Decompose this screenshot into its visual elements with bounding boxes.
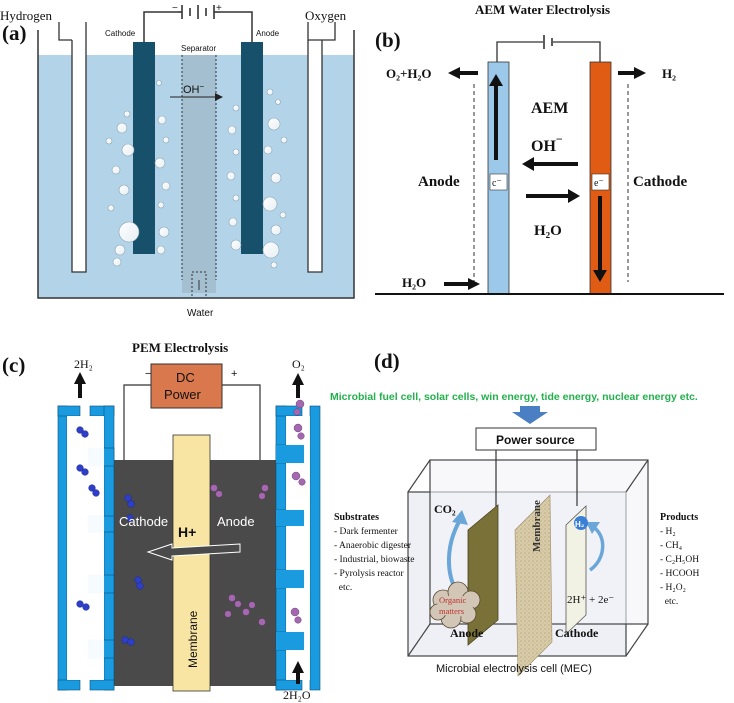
h2o-label-bottom: H₂O	[402, 275, 426, 290]
oh-label: OH−	[183, 82, 205, 96]
dc-line2: Power	[164, 387, 202, 402]
anode-electrode	[241, 42, 263, 254]
membrane-label-c: Membrane	[186, 610, 200, 668]
anode-label-c: Anode	[217, 514, 255, 529]
oh-label-b: OH−	[531, 132, 563, 155]
panel-a: − + (a) Hydrogen Oxygen Cathode Anode Se…	[0, 3, 355, 319]
co2-label: CO₂	[434, 502, 456, 516]
separator-label: Separator	[181, 44, 216, 53]
power-source-box	[475, 427, 597, 451]
battery-plus: +	[216, 3, 222, 14]
dc-minus: −	[145, 368, 151, 380]
membrane-label-d: Membrane	[531, 500, 543, 552]
aem-label: AEM	[531, 100, 568, 117]
panel-b-label: (b)	[375, 28, 401, 52]
h2-arrow-d	[588, 524, 605, 572]
panel-c: (c) PEM Electrolysis DC Power − +	[2, 340, 321, 702]
product-item: - H₂O₂	[660, 583, 686, 593]
anode-label-d: Anode	[450, 626, 484, 640]
electron-label-anode: c⁻	[492, 178, 502, 189]
hplus-label: H+	[178, 524, 196, 540]
aem-arrows	[444, 67, 646, 290]
proton-arrow	[146, 543, 241, 561]
energy-down-arrow	[512, 406, 548, 424]
dc-power-box	[150, 363, 223, 409]
oxygen-collector	[307, 40, 323, 273]
cathode-electrode	[133, 42, 155, 254]
h2-bubble-label: H₂	[575, 520, 585, 529]
substrate-item: etc.	[334, 583, 352, 593]
water-label: Water	[187, 308, 214, 319]
organic-line2: matters	[439, 606, 464, 616]
product-item: - C₂H₅OH	[660, 555, 699, 565]
oxygen-label: Oxygen	[305, 8, 347, 23]
panel-a-label: (a)	[2, 21, 27, 45]
reaction-label: 2H⁺ + 2e⁻	[567, 594, 614, 606]
substrate-item: - Dark fermenter	[334, 526, 399, 537]
panel-d-label: (d)	[374, 349, 400, 373]
substrates-title: Substrates	[334, 512, 379, 523]
cathode-label-c: Cathode	[119, 514, 168, 529]
h2o-label-mid: H₂O	[534, 223, 562, 239]
h2o-in-arrow	[292, 661, 304, 673]
product-item: - HCOOH	[660, 569, 699, 579]
product-item: etc.	[660, 597, 678, 607]
pem-title: PEM Electrolysis	[132, 340, 228, 355]
panel-d: (d) Microbial fuel cell, solar cells, wi…	[330, 349, 699, 677]
energy-sources: Microbial fuel cell, solar cells, win en…	[330, 391, 698, 403]
cathode-label: Cathode	[105, 29, 136, 38]
cathode-label-d: Cathode	[555, 626, 599, 640]
substrate-item: - Industrial, biowaste	[334, 555, 414, 565]
products-title: Products	[660, 512, 698, 523]
anode-label: Anode	[256, 29, 280, 38]
h2o-bottom-label: 2H₂O	[283, 688, 311, 702]
h2-top-label: 2H₂	[74, 357, 93, 371]
product-item: - CH₄	[660, 541, 682, 551]
o2-out-arrow	[292, 373, 304, 385]
gas-bubbles	[105, 80, 288, 269]
h2-label: H₂	[662, 66, 676, 81]
organic-matters-cloud	[429, 581, 481, 629]
hydrogen-label: Hydrogen	[0, 8, 52, 23]
h2-out-arrow	[74, 372, 86, 384]
aem-battery-icon	[543, 35, 553, 49]
dc-plus: +	[231, 368, 237, 380]
product-item: - H₂	[660, 527, 676, 537]
substrate-item: - Anaerobic digester	[334, 541, 412, 551]
mec-caption: Microbial electrolysis cell (MEC)	[436, 663, 592, 675]
h2-molecules	[76, 426, 144, 646]
o2-h2o-label: O₂+H₂O	[386, 66, 432, 81]
o2-top-label: O₂	[292, 357, 305, 371]
cathode-label-b: Cathode	[633, 174, 688, 190]
mec-cathode	[565, 505, 587, 635]
organic-line1: Organic	[439, 595, 466, 605]
panel-b: AEM Water Electrolysis (b)	[375, 2, 724, 295]
separator	[182, 55, 216, 293]
electron-label-cathode: e⁻	[594, 178, 604, 189]
substrate-item: - Pyrolysis reactor	[334, 569, 404, 579]
h2-bubble	[574, 516, 588, 530]
anode-label-b: Anode	[418, 174, 460, 190]
mec-membrane	[514, 494, 553, 677]
power-source-label: Power source	[496, 433, 575, 447]
panel-c-label: (c)	[2, 353, 25, 377]
hydrogen-collector	[71, 40, 87, 273]
mec-anode	[467, 504, 499, 646]
water-molecules	[210, 399, 306, 626]
battery-minus: −	[172, 3, 178, 14]
pem-membrane	[172, 434, 211, 692]
aem-title: AEM Water Electrolysis	[475, 2, 610, 17]
battery-icon	[178, 5, 220, 19]
dc-line1: DC	[176, 370, 195, 385]
